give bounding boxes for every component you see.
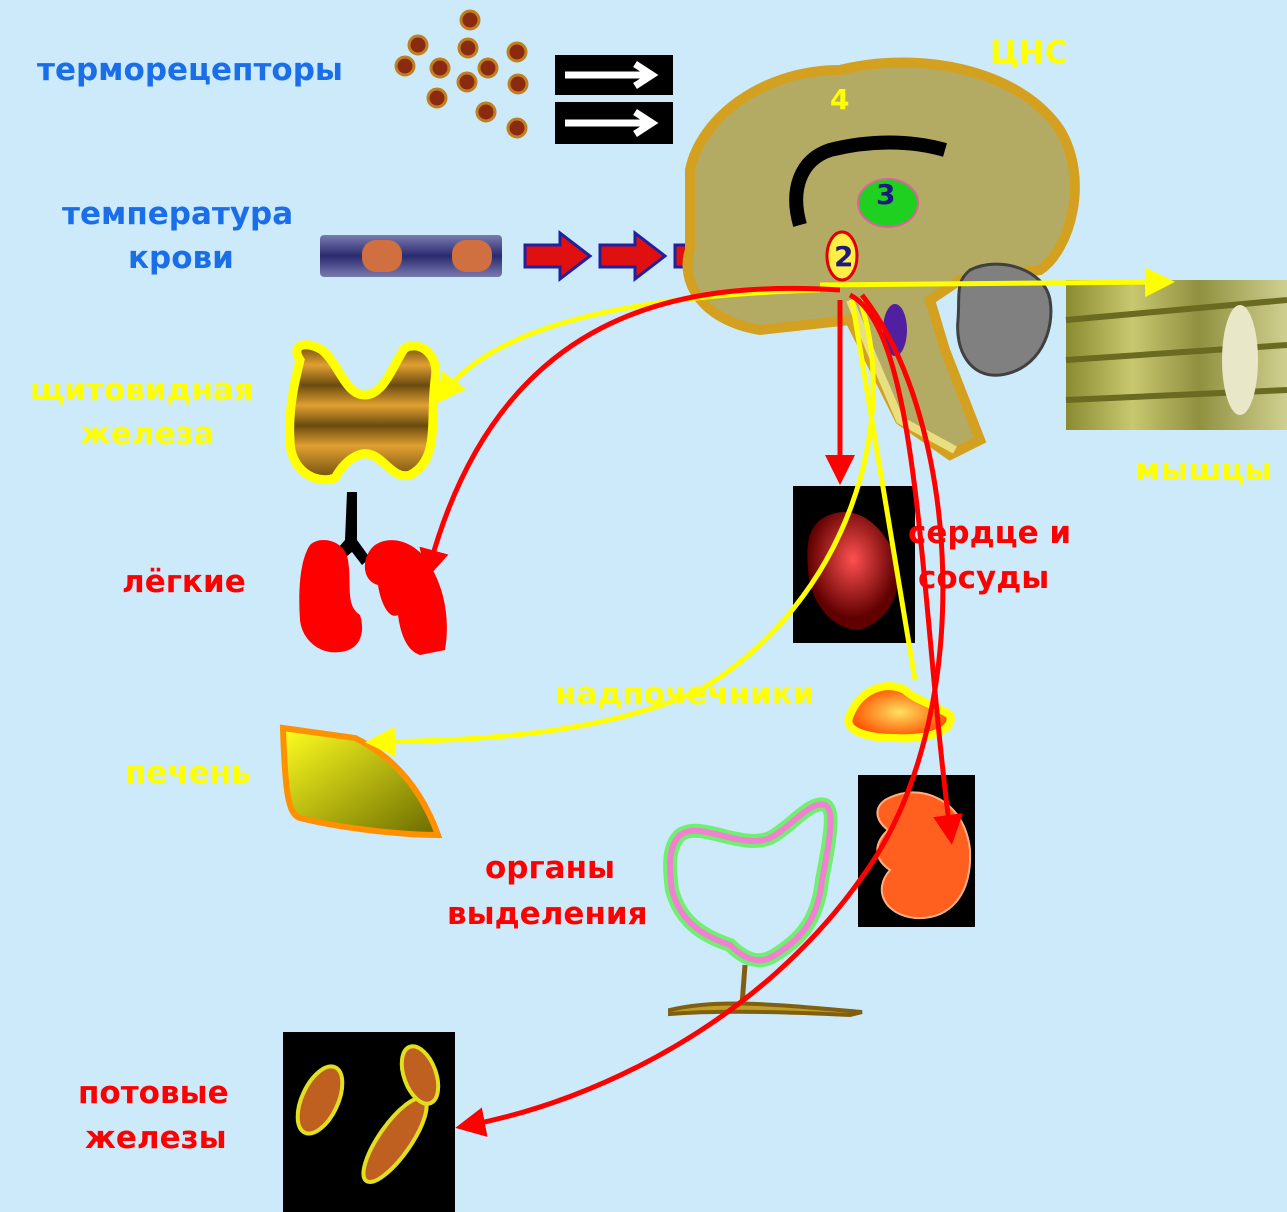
- label-liver: печень: [125, 755, 251, 792]
- lungs-icon: [299, 492, 447, 655]
- thyroid-icon: [290, 345, 436, 480]
- nerve-signal-arrows-icon: [555, 55, 673, 144]
- label-cns: ЦНС: [990, 35, 1067, 72]
- label-sweat-line1: потовые: [78, 1075, 229, 1112]
- label-adrenals: надпочечники: [555, 676, 815, 713]
- label-muscles: мышцы: [1135, 452, 1272, 489]
- label-thermoreceptors: терморецепторы: [37, 52, 343, 89]
- brain-icon: [688, 63, 1075, 456]
- sweat-glands-icon: [283, 1032, 455, 1212]
- label-excretory-line1: органы: [485, 850, 615, 887]
- label-heart-line2: сосуды: [918, 560, 1049, 597]
- label-blood-temp-line2: крови: [128, 240, 234, 277]
- muscle-tissue-icon: [1066, 280, 1287, 430]
- label-sweat-line2: железы: [85, 1120, 227, 1157]
- label-thyroid-line2: железа: [80, 416, 215, 453]
- label-blood-temp-line1: температура: [62, 196, 293, 233]
- arrow-to-muscles: [820, 282, 1160, 285]
- label-thyroid-line1: щитовидная: [30, 372, 254, 409]
- label-excretory-line2: выделения: [447, 896, 648, 933]
- liver-icon: [283, 728, 438, 835]
- yellow-signal-arrows: [380, 282, 1160, 742]
- label-lungs: лёгкие: [122, 564, 246, 601]
- brain-marker-4: 4: [830, 83, 849, 116]
- thermoreceptor-cells-icon: [396, 11, 527, 137]
- brain-marker-2: 2: [834, 240, 853, 273]
- label-heart-line1: сердце и: [908, 515, 1071, 552]
- brain-marker-3: 3: [876, 178, 895, 211]
- kidney-icon: [858, 775, 975, 927]
- blood-vessel-icon: [320, 235, 502, 277]
